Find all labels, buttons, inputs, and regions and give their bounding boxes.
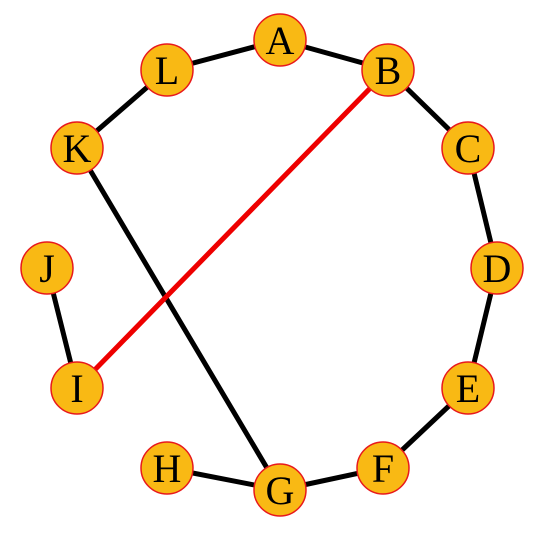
node-circle: [441, 121, 495, 175]
node-circle: [140, 43, 194, 97]
node-c: C: [441, 121, 495, 175]
node-label: E: [456, 366, 480, 411]
node-circle: [50, 361, 104, 415]
node-e: E: [441, 361, 495, 415]
edge-i-b: [74, 67, 391, 391]
node-circle: [140, 441, 194, 495]
node-h: H: [140, 441, 194, 495]
node-d: D: [470, 241, 524, 295]
node-label: B: [375, 48, 402, 93]
node-circle: [356, 441, 410, 495]
node-circle: [441, 361, 495, 415]
node-j: J: [20, 241, 74, 295]
node-label: L: [155, 48, 179, 93]
node-label: J: [39, 246, 55, 291]
node-g: G: [253, 463, 307, 517]
node-circle: [50, 121, 104, 175]
nodes-layer: A B C D E F G H I J K L: [20, 13, 524, 517]
node-i: I: [50, 361, 104, 415]
node-k: K: [50, 121, 104, 175]
node-b: B: [361, 43, 415, 97]
node-circle: [20, 241, 74, 295]
node-circle: [253, 463, 307, 517]
node-a: A: [253, 13, 307, 67]
node-label: D: [483, 246, 512, 291]
node-circle: [361, 43, 415, 97]
node-label: C: [455, 126, 482, 171]
node-circle: [253, 13, 307, 67]
node-circle: [470, 241, 524, 295]
node-label: H: [153, 446, 182, 491]
edge-g-k: [74, 145, 283, 493]
node-f: F: [356, 441, 410, 495]
node-label: I: [70, 366, 83, 411]
node-label: K: [63, 126, 92, 171]
edges-layer: [44, 37, 500, 493]
node-label: G: [266, 468, 295, 513]
node-label: A: [266, 18, 295, 63]
node-label: F: [372, 446, 394, 491]
node-l: L: [140, 43, 194, 97]
